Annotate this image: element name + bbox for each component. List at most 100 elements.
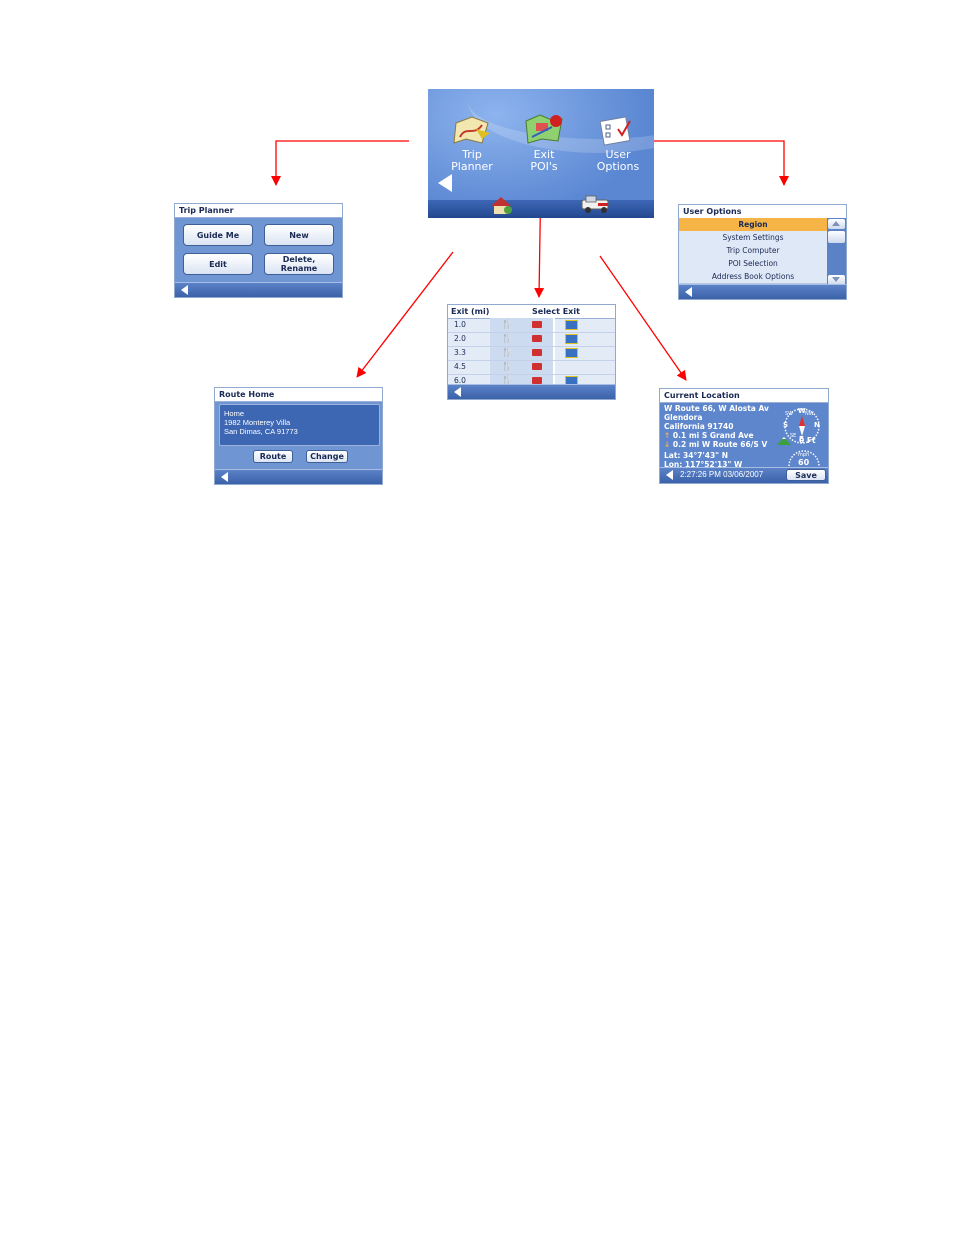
exit-pois-label-1: Exit	[533, 148, 555, 161]
back-arrow-icon	[221, 472, 228, 482]
user-options-title: User Options	[679, 205, 846, 219]
trip-planner-back-button[interactable]	[179, 283, 193, 297]
latitude: Lat: 34°7'43" N	[664, 451, 728, 460]
food-icon: 🍴	[501, 320, 513, 330]
map-route-icon	[453, 116, 490, 144]
main-menu-user-options[interactable]: User Options	[586, 115, 650, 175]
trip-planner-title: Trip Planner	[175, 204, 342, 218]
home-city: San Dimas, CA 91773	[224, 427, 298, 436]
prev-turn: ↓ 0.2 mi W Route 66/S V	[664, 440, 767, 449]
option-address-book[interactable]: Address Book Options	[679, 270, 827, 284]
scroll-thumb[interactable]	[828, 231, 845, 243]
main-menu-trip-planner[interactable]: Trip Planner	[440, 115, 504, 175]
up-arrow-icon: ↑	[664, 431, 671, 440]
exit-poi-screen: Exit (mi) Select Exit 1.0 🍴 2.0 🍴 3.3 🍴 …	[447, 304, 616, 400]
next-turn: ↑ 0.1 mi S Grand Ave	[664, 431, 754, 440]
compass-se: SE	[790, 433, 797, 439]
exit-poi-back-button[interactable]	[452, 385, 466, 399]
change-label: Change	[310, 452, 344, 461]
exit-distance: 1.0	[454, 320, 466, 329]
exit-distance: 4.5	[454, 362, 466, 371]
user-options-screen: User Options Region System Settings Trip…	[678, 204, 847, 300]
next-turn-text: 0.1 mi S Grand Ave	[672, 431, 754, 440]
compass-dial-icon	[784, 408, 820, 444]
main-menu-screen: Trip Planner Exit POI's User Options	[428, 89, 654, 218]
new-trip-button[interactable]: New	[264, 224, 334, 246]
current-location-screen: Current Location W Route 66, W Alosta Av…	[659, 388, 829, 484]
compass-s: S	[783, 421, 789, 429]
compass-n: N	[814, 421, 820, 429]
elevation-value: 0 Ft	[799, 436, 816, 445]
user-options-back-button[interactable]	[683, 285, 697, 299]
exit-table-header: Exit (mi) Select Exit	[448, 305, 615, 319]
mountain-icon	[777, 437, 791, 445]
exit-column-divider	[553, 318, 555, 388]
option-trip-computer[interactable]: Trip Computer	[679, 244, 827, 258]
back-arrow-icon	[438, 174, 452, 192]
scroll-up-icon[interactable]	[828, 219, 845, 229]
exit-row[interactable]: 3.3 🍴	[448, 346, 615, 361]
speed-value: 60	[798, 458, 810, 467]
exit-mi-header: Exit (mi)	[451, 307, 490, 316]
exit-poi-bottom-bar	[448, 384, 615, 399]
user-options-scrollbar[interactable]	[827, 218, 846, 286]
delete-label: Delete,	[282, 255, 316, 264]
gas-icon	[532, 363, 542, 370]
main-menu-back-button[interactable]	[436, 173, 454, 193]
option-region[interactable]: Region	[679, 218, 827, 232]
select-exit-header: Select Exit	[532, 307, 580, 316]
route-label: Route	[259, 452, 287, 461]
user-options-list: Region System Settings Trip Computer POI…	[679, 218, 827, 286]
longitude: Lon: 117°52'13" W	[664, 460, 743, 469]
exit-row[interactable]: 2.0 🍴	[448, 332, 615, 347]
guide-me-label: Guide Me	[196, 230, 240, 240]
prev-turn-text: 0.2 mi W Route 66/S V	[672, 440, 768, 449]
new-label: New	[289, 230, 309, 240]
exit-row[interactable]: 4.5 🍴	[448, 360, 615, 375]
home-street: 1982 Monterey Villa	[224, 418, 291, 427]
exit-map-icon	[525, 114, 563, 144]
home-name: Home	[224, 409, 245, 418]
gas-icon	[532, 321, 542, 328]
option-poi-selection[interactable]: POI Selection	[679, 257, 827, 271]
gas-icon	[532, 335, 542, 342]
exit-rows: 1.0 🍴 2.0 🍴 3.3 🍴 4.5 🍴 6.0 🍴	[448, 318, 615, 388]
scroll-down-icon[interactable]	[828, 275, 845, 285]
food-icon: 🍴	[501, 334, 513, 344]
exit-distance: 6.0	[454, 376, 466, 385]
exit-row[interactable]: 1.0 🍴	[448, 318, 615, 333]
main-menu-exit-pois[interactable]: Exit POI's	[512, 111, 576, 175]
route-home-title: Route Home	[215, 388, 382, 402]
save-location-button[interactable]: Save	[786, 469, 826, 481]
current-location-back-button[interactable]	[664, 468, 678, 482]
edit-label: Edit	[209, 259, 227, 269]
delete-rename-button[interactable]: Delete, Rename	[264, 253, 334, 275]
route-button[interactable]: Route	[253, 450, 293, 463]
rename-label: Rename	[280, 264, 318, 273]
route-home-screen: Route Home Home 1982 Monterey Villa San …	[214, 387, 383, 485]
edit-trip-button[interactable]: Edit	[183, 253, 253, 275]
lodging-icon	[565, 334, 578, 344]
main-menu-bottom-bar	[428, 195, 654, 218]
food-icon: 🍴	[501, 362, 513, 372]
lodging-icon	[565, 348, 578, 358]
change-button[interactable]: Change	[306, 450, 348, 463]
save-label: Save	[795, 470, 817, 480]
guide-me-button[interactable]: Guide Me	[183, 224, 253, 246]
route-home-bottom-bar	[215, 469, 382, 484]
current-location-bottom-bar: 2:27:26 PM 03/06/2007 Save	[660, 467, 828, 483]
route-home-back-button[interactable]	[219, 470, 233, 484]
compass: W NW SW S N SE E	[782, 406, 822, 446]
current-city: Glendora	[664, 413, 703, 422]
food-icon: 🍴	[501, 376, 513, 386]
current-state-zip: California 91740	[664, 422, 734, 431]
user-options-bottom-bar	[679, 284, 846, 299]
checklist-icon	[599, 116, 631, 146]
gas-icon	[532, 377, 542, 384]
home-icon[interactable]	[488, 194, 514, 214]
tow-truck-icon[interactable]	[578, 194, 614, 214]
trip-planner-label-1: Trip	[462, 148, 482, 161]
current-street: W Route 66, W Alosta Av	[664, 404, 769, 413]
option-system-settings[interactable]: System Settings	[679, 231, 827, 245]
food-icon: 🍴	[501, 348, 513, 358]
